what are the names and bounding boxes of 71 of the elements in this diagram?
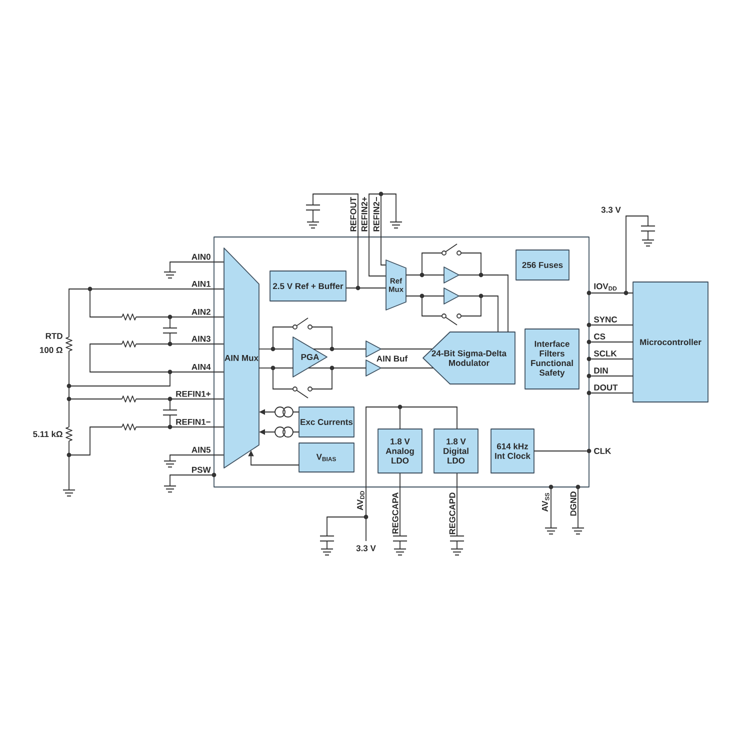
pin-label: REGCAPA [392,492,398,534]
signal-line [480,274,508,332]
value-label: 100 Ω [40,347,62,353]
signal-line [332,348,366,350]
signal-line [590,358,634,360]
pin-label: DIN [593,367,609,374]
process-box: V$_{BIAS}$ [298,442,354,472]
pin-label: REFOUT [350,196,356,232]
component-label: RTD [46,333,62,339]
signal-line [312,348,332,350]
pin-label: AIN3 [192,336,210,342]
pin-label: CLK [594,448,612,454]
signal-line [460,296,482,316]
voltage-label: 3.3 V [356,545,376,552]
pin-label: CS [593,333,606,340]
buffer-symbol [444,266,460,284]
voltage-label: 3.3 V [601,206,621,213]
process-box: 614 kHz Int Clock [490,428,534,474]
pin-label: PSW [192,466,211,473]
signal-line [590,392,634,394]
pin-label: DGND [570,492,576,516]
switch-symbol [292,318,312,330]
node-label: AIN Buf [376,355,408,362]
pin-label: AIN4 [192,364,211,370]
signal-line [422,296,442,316]
value-label: 5.11 kΩ [33,430,62,438]
buffer-symbol [444,288,460,304]
signal-line [480,296,498,332]
pin-label: SYNC [593,316,618,323]
signal-line [312,368,332,390]
process-box: 1.8 V Digital LDO [434,428,478,474]
process-box: Exc Currents [298,406,354,438]
switch-symbol [442,314,462,326]
signal-line [312,326,332,350]
process-box: 2.5 V Ref + Buffer [270,270,346,302]
signal-line [406,274,422,276]
pin-label: AIN1 [192,280,211,287]
pin-label: AIN5 [192,446,211,453]
signal-line [460,252,482,276]
signal-line [590,324,634,326]
pin-label: REFIN1− [176,418,210,425]
pin-label: AV$_{SS}$ [542,492,550,512]
signal-line [590,292,634,294]
signal-line [422,252,442,276]
pin-label: REFIN2+ [361,196,368,232]
pin-label: REGCAPD [449,492,456,534]
modulator-block: 24-Bit Sigma-Delta Modulator [422,332,516,384]
process-box: 256 Fuses [516,250,570,280]
signal-line [380,348,433,350]
pin-label: IOV$_{DD}$ [593,282,618,291]
process-box: 1.8 V Analog LDO [378,428,422,474]
signal-line [422,274,444,276]
pin-label: DOUT [593,384,618,391]
pin-label: REFIN1+ [176,390,210,397]
signal-line [534,450,588,452]
signal-line [272,348,294,350]
mux-block: AIN Mux [224,248,260,468]
pin-label: AIN0 [192,254,210,260]
amplifier-triangle: PGA [292,336,328,378]
switch-symbol [442,244,462,256]
buffer-amplifier: AIN Buf [366,340,408,376]
pin-label: REFIN2− [373,196,380,232]
switch-symbol [292,386,312,398]
pin-label: AIN2 [192,308,210,315]
signal-line [458,274,482,276]
signal-line [400,406,458,430]
pin-label: SCLK [593,350,618,357]
process-box: Microcontroller [632,282,708,402]
process-box: Interface Filters Functional Safety [524,328,580,390]
signal-line [272,368,294,390]
pin-label: AV$_{DD}$ [357,490,364,510]
